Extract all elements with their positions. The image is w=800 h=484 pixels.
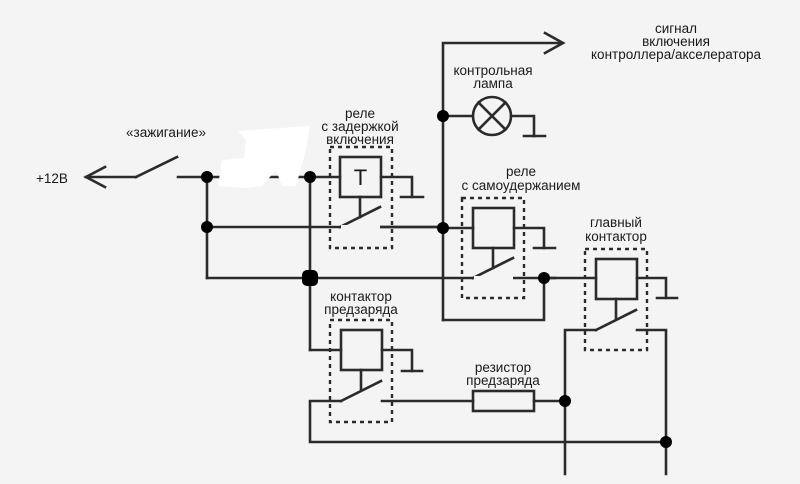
resistor-icon: [471, 389, 536, 413]
main-contactor-coil: [594, 257, 639, 301]
junction-dot: [302, 270, 318, 286]
latch-relay-contact-blade: [471, 256, 515, 280]
delay-relay-coil-symbol: T: [354, 165, 367, 190]
latch-feedback-wire: [441, 276, 546, 322]
precharge-contactor-label-2: предзаряда: [324, 302, 398, 317]
supply-terminal: +12В: [36, 165, 138, 189]
lamp-wire-out: [509, 114, 536, 138]
junction-dot: [201, 221, 213, 233]
junction-dot: [304, 171, 316, 183]
main-contactor-right-wire: [635, 328, 668, 476]
junction-dot: [538, 272, 550, 284]
signal-label-1: сигнал: [655, 21, 697, 36]
precharge-resistor: резистор предзаряда: [466, 360, 567, 413]
lamp-label-1: контрольная: [453, 63, 532, 78]
main-contactor-label-1: главный: [590, 215, 642, 230]
main-contactor-coil-out: [635, 276, 668, 300]
main-contactor: главный контактор: [563, 215, 679, 476]
signal-label-2: включения: [642, 34, 710, 49]
lamp-label-2: лампа: [473, 76, 513, 91]
ignition-label: «зажигание»: [126, 125, 206, 140]
indicator-lamp: контрольная лампа: [441, 63, 547, 138]
junction-dot: [201, 171, 213, 183]
precharge-left-wire: [308, 399, 668, 444]
delay-relay-label-1: реле: [345, 106, 375, 121]
delay-relay-contact-blade: [338, 205, 382, 229]
latch-relay-label-2: с самоудержанием: [462, 178, 581, 193]
junctions: [201, 110, 672, 448]
main-contactor-contact-blade: [594, 308, 638, 332]
junction-dot: [559, 395, 571, 407]
delay-relay: реле с задержкой включения T: [308, 106, 445, 250]
precharge-contactor-label-1: контактор: [330, 289, 392, 304]
latch-relay: реле с самоудержанием: [441, 164, 581, 300]
lamp-cross-2: [476, 100, 508, 132]
main-contactor-left-wire: [563, 328, 598, 476]
signal-arrow-icon: [543, 31, 566, 55]
latch-relay-enclosure: [460, 196, 526, 300]
precharge-contactor: контактор предзаряда: [308, 289, 668, 444]
precharge-contactor-enclosure: [328, 318, 394, 424]
supply-label: +12В: [36, 171, 68, 186]
main-contactor-label-2: контактор: [585, 229, 647, 244]
signal-label-3: контроллера/акселератора: [591, 47, 761, 62]
precharge-coil-out: [380, 348, 414, 373]
delay-relay-coil-out: [379, 175, 414, 199]
latch-relay-coil-out: [512, 226, 546, 250]
junction-dot: [437, 110, 449, 122]
resistor-label-1: резистор: [475, 360, 531, 375]
precharge-contact-blade: [339, 379, 383, 403]
resistor-label-2: предзаряда: [466, 373, 540, 388]
junction-dot: [660, 436, 672, 448]
latch-relay-coil: [471, 206, 516, 250]
junction-dot: [437, 222, 449, 234]
delay-relay-label-2: с задержкой: [321, 119, 398, 134]
delay-relay-enclosure: [328, 145, 394, 250]
delay-relay-label-3: включения: [326, 132, 394, 147]
ignition-switch-blade: [134, 155, 179, 179]
erased-area: [218, 126, 310, 188]
latch-relay-label-1: реле: [506, 164, 536, 179]
main-contactor-enclosure: [583, 247, 649, 352]
precharge-contactor-coil: [339, 328, 384, 372]
